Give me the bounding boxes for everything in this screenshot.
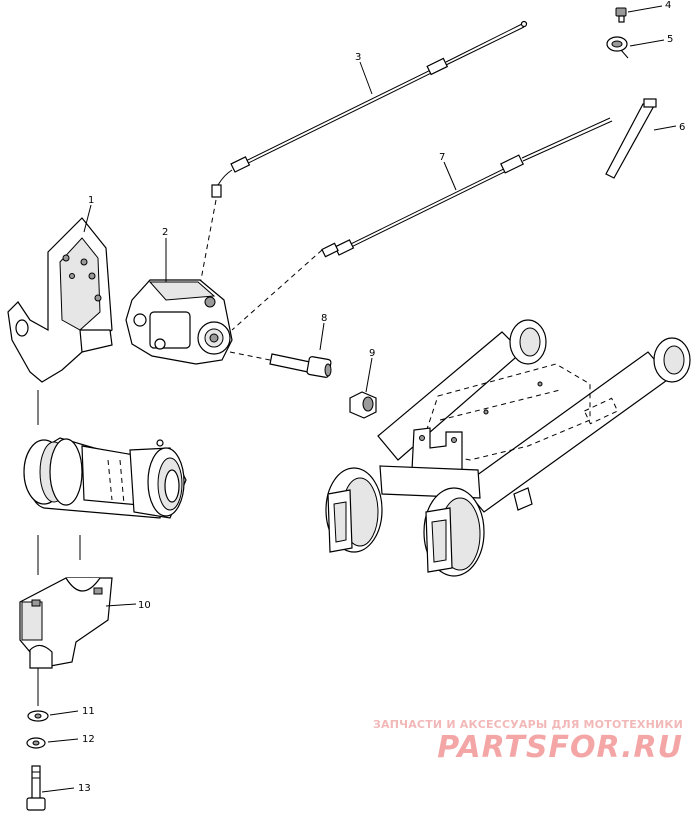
- assembly-lines: [37, 199, 323, 706]
- part-9-bushing: [349, 391, 377, 419]
- part-13-bolt: [26, 765, 46, 811]
- callout-8: 8: [321, 313, 327, 324]
- callout-labels: 1 2 3 4 5 6 7 8 9 10 11 12 13: [78, 0, 685, 794]
- watermark-logo-text: PARTSFOR.RU: [437, 730, 683, 765]
- part-6-cable-tie: [605, 98, 657, 179]
- part-11-washer: [27, 710, 49, 722]
- callout-3: 3: [355, 52, 361, 63]
- part-4-nut: [615, 7, 627, 23]
- axle-hub-assembly: [23, 437, 187, 519]
- part-2-brake-caliper: [125, 279, 233, 365]
- swing-arm-frame: [325, 319, 691, 577]
- callout-leaders: [41, 5, 677, 793]
- callout-10: 10: [138, 600, 151, 611]
- part-7-brake-cable-lower: [321, 117, 613, 258]
- watermark: ЗАПЧАСТИ И АКСЕССУАРЫ ДЛЯ МОТОТЕХНИКИ PA…: [363, 718, 683, 765]
- callout-6: 6: [679, 122, 685, 133]
- callout-4: 4: [665, 0, 671, 11]
- callout-5: 5: [667, 34, 673, 45]
- callout-7: 7: [439, 152, 445, 163]
- callout-12: 12: [82, 734, 95, 745]
- callout-11: 11: [82, 706, 95, 717]
- callout-1: 1: [88, 195, 94, 206]
- part-12-washer: [26, 737, 46, 749]
- callout-9: 9: [369, 348, 375, 359]
- watermark-tagline: ЗАПЧАСТИ И АКСЕССУАРЫ ДЛЯ МОТОТЕХНИКИ: [373, 718, 683, 731]
- part-8-pin: [269, 353, 332, 378]
- callout-2: 2: [162, 227, 168, 238]
- callout-13: 13: [78, 783, 91, 794]
- part-3-brake-cable-upper: [211, 20, 528, 198]
- part-10-lower-bracket: [19, 577, 113, 669]
- part-5-cable-clamp: [606, 36, 629, 59]
- part-1-caliper-bracket: [7, 217, 113, 383]
